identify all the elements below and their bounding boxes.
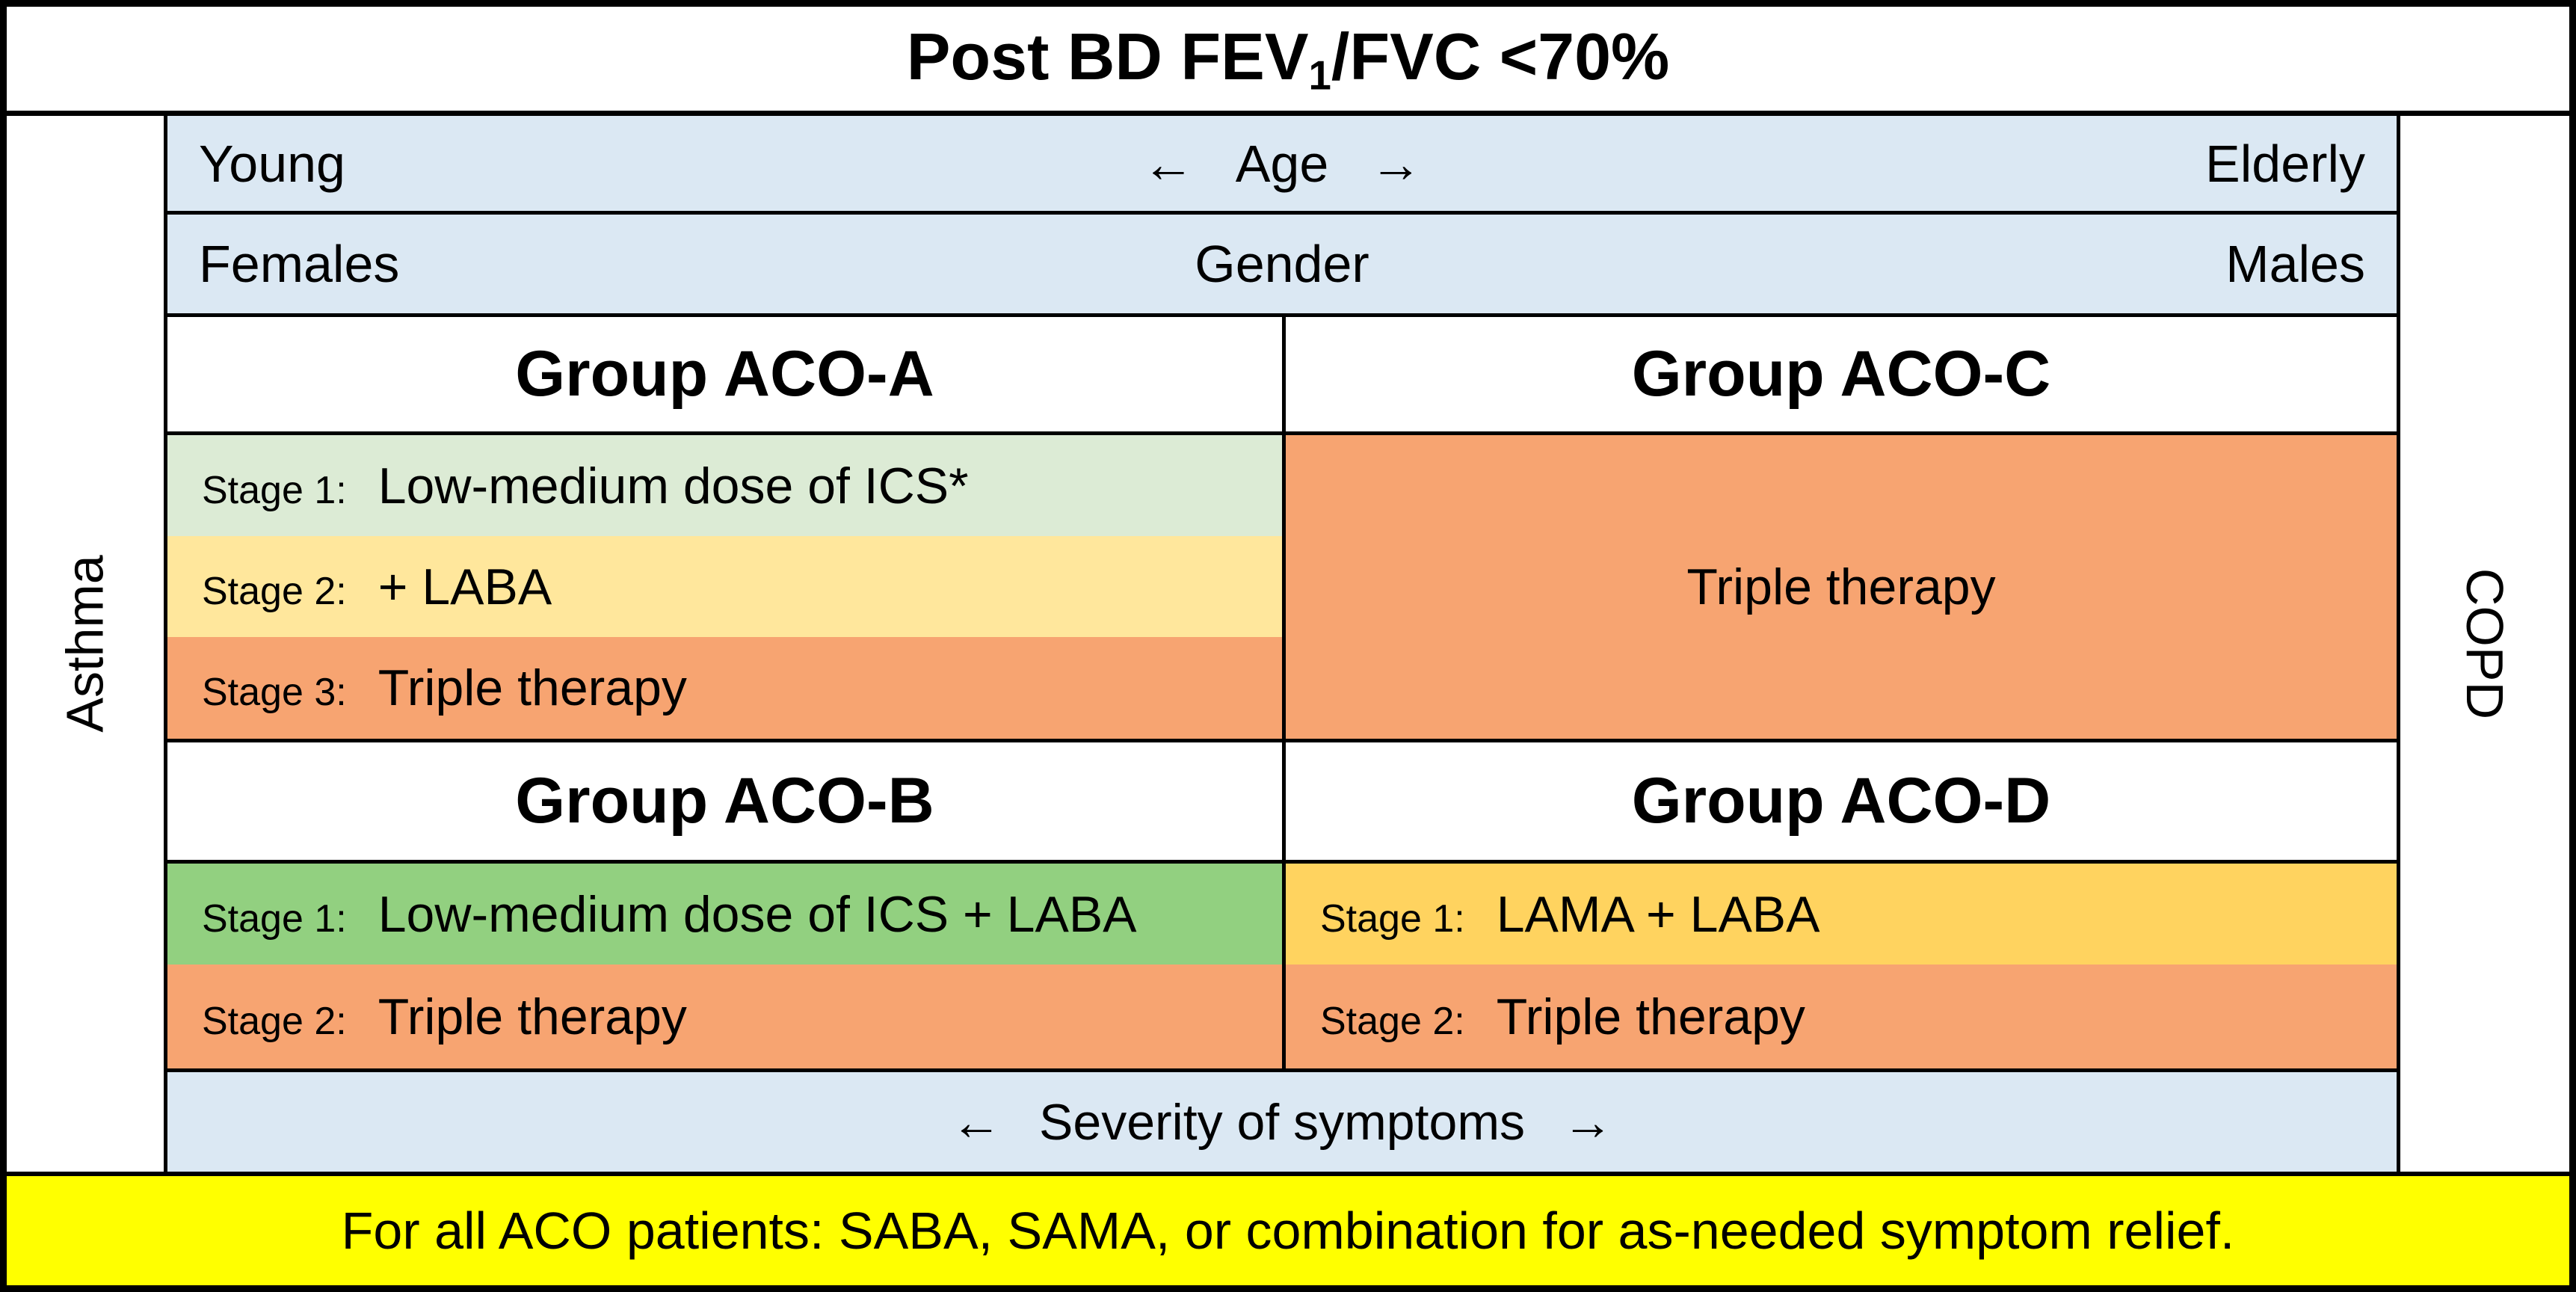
copd-side-groups: Group ACO-C Triple therapy Group ACO-D S… [1282, 317, 2397, 1068]
stage-therapy: Triple therapy [1496, 988, 1805, 1045]
stage-therapy: Low-medium dose of ICS* [378, 457, 969, 514]
stage-label: Stage 2: [1320, 999, 1465, 1043]
stage-label: Stage 2: [202, 999, 347, 1043]
asthma-column: Asthma [7, 116, 164, 1172]
footer-note-text: For all ACO patients: SABA, SAMA, or com… [341, 1202, 2235, 1260]
title-prefix: Post BD FEV [906, 19, 1309, 93]
copd-column: COPD [2400, 116, 2569, 1172]
age-left-label: Young [199, 134, 345, 193]
gender-axis-label: Gender [1195, 235, 1369, 293]
age-axis-label: Age [1235, 134, 1329, 193]
aco-a-stage-3-row: Stage 3: Triple therapy [167, 637, 1282, 739]
group-aco-b-header: Group ACO-B [167, 739, 1282, 864]
title-text: Post BD FEV1/FVC <70% [907, 19, 1670, 99]
asthma-label: Asthma [56, 555, 114, 733]
stage-therapy: LAMA + LABA [1496, 885, 1820, 943]
gender-axis-row: Females Gender Males [167, 215, 2397, 317]
figure-title: Post BD FEV1/FVC <70% [7, 7, 2569, 116]
left-arrow-icon: ← [951, 1093, 1002, 1151]
stage-label: Stage 1: [202, 468, 347, 512]
age-axis-row: Young ← Age → Elderly [167, 116, 2397, 215]
aco-c-therapy-cell: Triple therapy [1286, 435, 2397, 739]
title-subscript: 1 [1308, 52, 1331, 99]
stage-therapy: Low-medium dose of ICS + LABA [378, 885, 1137, 943]
stage-label: Stage 1: [1320, 896, 1465, 941]
age-axis-center: ← Age → [1142, 134, 1423, 194]
aco-a-stage-1-row: Stage 1: Low-medium dose of ICS* [167, 435, 1282, 536]
asthma-side-groups: Group ACO-A Stage 1: Low-medium dose of … [167, 317, 1282, 1068]
stage-therapy: Triple therapy [378, 659, 687, 716]
aco-d-stage-2-row: Stage 2: Triple therapy [1286, 965, 2397, 1068]
footer-note-bar: For all ACO patients: SABA, SAMA, or com… [7, 1172, 2569, 1285]
age-right-label: Elderly [2205, 134, 2365, 193]
stage-label: Stage 2: [202, 569, 347, 613]
aco-a-stage-2-row: Stage 2: + LABA [167, 536, 1282, 637]
group-aco-c-header: Group ACO-C [1286, 317, 2397, 435]
content-area: Young ← Age → Elderly Females Gender Mal… [164, 116, 2400, 1172]
right-arrow-icon: → [1562, 1093, 1613, 1151]
severity-axis-row: ← Severity of symptoms → [167, 1072, 2397, 1172]
left-arrow-icon: ← [1141, 134, 1195, 193]
stage-therapy: Triple therapy [378, 988, 687, 1045]
gender-right-label: Males [2225, 235, 2365, 293]
group-aco-a-header: Group ACO-A [167, 317, 1282, 435]
title-suffix: /FVC <70% [1331, 19, 1670, 93]
aco-d-stage-1-row: Stage 1: LAMA + LABA [1286, 864, 2397, 965]
aco-b-stage-1-row: Stage 1: Low-medium dose of ICS + LABA [167, 864, 1282, 965]
severity-axis-label: Severity of symptoms [1039, 1093, 1525, 1151]
copd-label: COPD [2456, 567, 2514, 720]
gender-left-label: Females [199, 235, 400, 293]
stage-label: Stage 1: [202, 896, 347, 941]
right-arrow-icon: → [1369, 134, 1423, 193]
stage-therapy: + LABA [378, 558, 552, 615]
group-aco-d-header: Group ACO-D [1286, 739, 2397, 864]
group-quadrants: Group ACO-A Stage 1: Low-medium dose of … [167, 317, 2397, 1072]
stage-label: Stage 3: [202, 671, 347, 714]
figure-body: Asthma Young ← Age → Elderly Females Gen… [7, 116, 2569, 1172]
aco-b-stage-2-row: Stage 2: Triple therapy [167, 965, 1282, 1068]
